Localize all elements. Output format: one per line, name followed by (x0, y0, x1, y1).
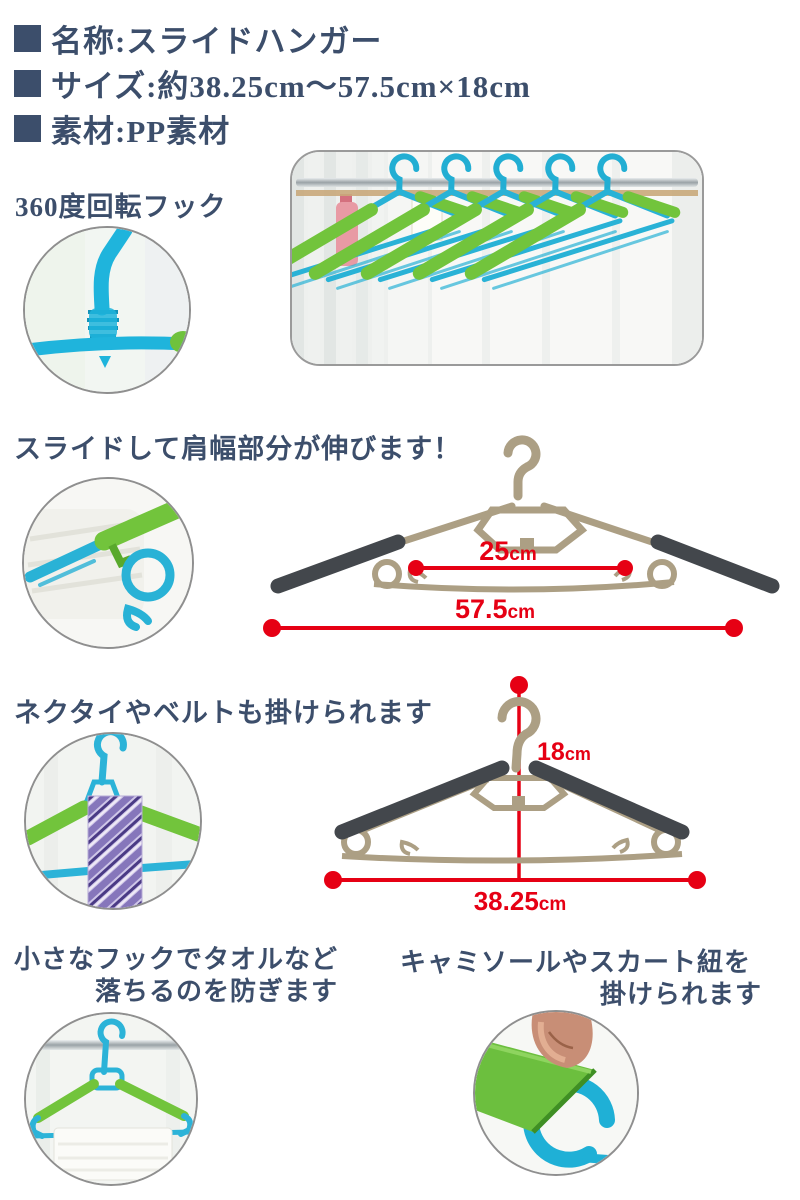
dark-slide-arm-left (270, 534, 406, 594)
rotate-hook-title: 360度回転フック (15, 192, 227, 222)
height-dimension: 18cm (510, 676, 591, 880)
green-arm-plate (475, 1038, 595, 1132)
square-bullet-icon (14, 70, 41, 97)
closet-rail (296, 178, 698, 187)
bottom-bar-right (138, 860, 200, 872)
blue-corner-left (29, 1115, 45, 1139)
towel-photo (24, 1012, 198, 1186)
svg-text:25cm: 25cm (479, 536, 537, 566)
finger (531, 1012, 593, 1068)
slide-closeup-illustration (24, 479, 192, 647)
svg-text:38.25cm: 38.25cm (474, 886, 567, 916)
striped-tie (87, 795, 143, 908)
square-bullet-icon (14, 115, 41, 142)
towel-title-line2: 落ちるのを防ぎます (94, 977, 338, 1006)
min-width-dimension: 38.25cm (324, 871, 706, 916)
bottom-bar (373, 579, 675, 593)
fingernail-line (547, 1031, 574, 1050)
svg-text:57.5cm: 57.5cm (455, 594, 535, 624)
hanger-hook (503, 435, 541, 501)
square-bullet-icon (14, 25, 41, 52)
tie-title: ネクタイやベルトも掛けられます (14, 698, 433, 728)
bottle-cap (340, 194, 352, 204)
hook-collar (89, 308, 117, 340)
inner-width-dimension: 25cm (408, 536, 633, 576)
camisole-title: キャミソールやスカート紐を 掛けられます (400, 947, 762, 1011)
hangers-on-rail-illustration (292, 152, 702, 364)
spec-row-size: サイズ:約38.25cm～57.5cm×18cm (14, 61, 531, 106)
hanger-hook (497, 697, 541, 773)
dark-slide-arm-left (334, 760, 510, 840)
closet-rail (26, 1040, 196, 1050)
hook-closeup-illustration (25, 228, 189, 392)
bottom-bar (341, 851, 683, 864)
dark-slide-arm-right (650, 534, 780, 594)
hook-stem (93, 228, 133, 316)
finger-hook-illustration (475, 1012, 637, 1174)
dark-slide-arm-right (528, 760, 690, 840)
small-hook-left (399, 839, 420, 856)
spec-row-name: 名称:スライドハンガー (14, 16, 382, 61)
small-hook-right (611, 837, 630, 854)
rotate-hook-photo (23, 226, 191, 394)
svg-text:18cm: 18cm (537, 738, 591, 766)
green-arm-left (26, 800, 92, 846)
full-width-dimension: 57.5cm (263, 594, 743, 637)
white-towel (53, 1127, 173, 1181)
camisole-title-line1: キャミソールやスカート紐を (400, 948, 752, 977)
hanger-top-bar (25, 336, 189, 357)
small-blue-hook (123, 604, 152, 631)
green-arm-left (33, 1079, 99, 1123)
tie-photo (24, 732, 202, 910)
spec-size: サイズ:約38.25cm～57.5cm×18cm (51, 69, 531, 104)
camisole-title-line2: 掛けられます (599, 980, 762, 1009)
main-product-photo (290, 150, 704, 366)
towel-illustration (26, 1014, 196, 1184)
blue-hook (93, 734, 127, 786)
center-piece (89, 1067, 125, 1091)
slide-closeup-photo (22, 477, 194, 649)
blue-end-loop (121, 548, 175, 602)
camisole-hook-photo (473, 1010, 639, 1176)
extended-hanger-diagram: 25cm 57.5cm (263, 435, 780, 637)
blue-hook-tab (582, 1153, 620, 1165)
compact-hanger-diagram: 18cm 38.25cm (324, 676, 706, 916)
green-slide-sleeve (94, 495, 192, 551)
tie-illustration (26, 734, 200, 908)
towel-title-line1: 小さなフックでタオルなど (14, 945, 339, 974)
finger-highlight (537, 1021, 566, 1063)
green-plate-edge (531, 1068, 597, 1134)
green-arm-right (115, 1079, 189, 1121)
spec-material: 素材:PP素材 (51, 114, 231, 149)
blue-hook (97, 1018, 126, 1075)
slide-title: スライドして肩幅部分が伸びます！ (14, 434, 462, 464)
bottom-bar-left (26, 867, 92, 880)
center-notch (99, 356, 111, 368)
spec-row-material: 素材:PP素材 (14, 106, 230, 151)
towel-title: 小さなフックでタオルなど 落ちるのを防ぎます (14, 944, 338, 1008)
tan-hanger-compact (341, 697, 683, 864)
spec-name: 名称:スライドハンガー (51, 24, 383, 59)
